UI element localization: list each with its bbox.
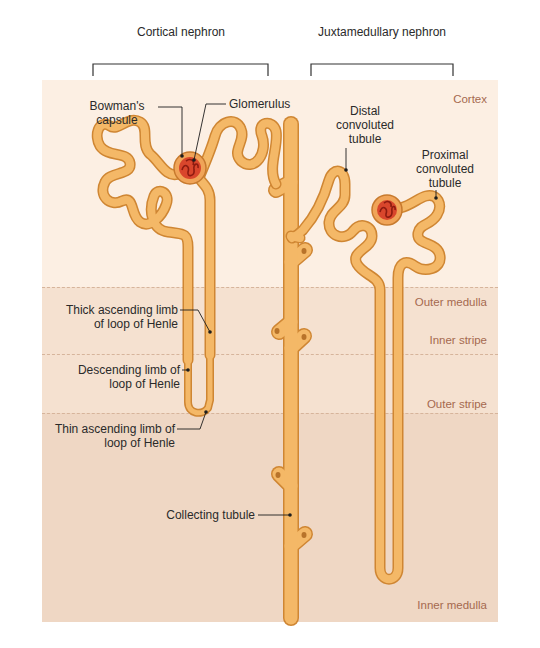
duct-fill <box>285 124 298 618</box>
tubule-fill <box>199 122 276 355</box>
part-label: Distal convoluted tubule <box>327 104 403 146</box>
tubule-outline <box>199 122 276 355</box>
leader-line <box>346 148 347 170</box>
duct-opening <box>302 248 307 254</box>
zone-label: Cortex <box>453 92 487 106</box>
part-label: Glomerulus <box>229 97 319 111</box>
zone-label: Outer stripe <box>427 397 487 411</box>
juxtamedullary-nephron <box>291 171 440 579</box>
leader-dot <box>180 154 184 158</box>
collecting-tubule <box>275 124 307 618</box>
capillary-tuft <box>182 160 198 176</box>
part-label: Collecting tubule <box>140 508 255 522</box>
duct-opening <box>302 334 307 340</box>
zone-label: Outer medulla <box>415 295 487 309</box>
zone-label: Inner stripe <box>429 333 487 347</box>
duct-opening <box>302 532 307 538</box>
leader-dot <box>434 196 438 200</box>
leader-line <box>194 104 226 160</box>
leader-line <box>177 412 206 429</box>
leader-dot <box>208 330 212 334</box>
leader-line <box>158 107 182 156</box>
part-label: Thin ascending limb of loop of Henle <box>50 422 175 450</box>
tubule-outline <box>291 236 300 238</box>
part-label: Bowman's capsule <box>78 99 156 127</box>
tubule-fill <box>292 171 440 579</box>
group-heading: Cortical nephron <box>101 25 261 39</box>
duct-opening <box>275 328 280 334</box>
leader-lines <box>158 104 438 517</box>
thin-limb-outline <box>188 355 210 413</box>
duct-outline <box>283 124 299 618</box>
bracket <box>311 64 453 76</box>
part-label: Descending limb of loop of Henle <box>70 363 180 391</box>
glomerulus <box>179 157 201 179</box>
bowmans-capsule <box>372 195 402 225</box>
part-label: Proximal convoluted tubule <box>402 148 488 190</box>
leader-dot <box>186 368 190 372</box>
leader-dot <box>288 513 292 517</box>
leader-dot <box>192 158 196 162</box>
leader-dot <box>344 168 348 172</box>
thin-limb-fill <box>188 355 210 413</box>
brackets <box>93 64 453 76</box>
bowmans-capsule <box>174 152 206 184</box>
group-heading: Juxtamedullary nephron <box>302 25 462 39</box>
capillary-tuft <box>380 202 395 218</box>
zone-label: Inner medulla <box>417 598 487 612</box>
leader-dot <box>204 410 208 414</box>
tubule-fill <box>291 236 300 238</box>
glomerulus <box>377 200 397 220</box>
leader-line <box>180 310 210 332</box>
leader-line <box>258 515 290 516</box>
part-label: Thick ascending limb of loop of Henle <box>55 303 178 331</box>
tubule-outline <box>292 171 440 579</box>
duct-opening <box>276 472 281 478</box>
bracket <box>93 64 268 76</box>
